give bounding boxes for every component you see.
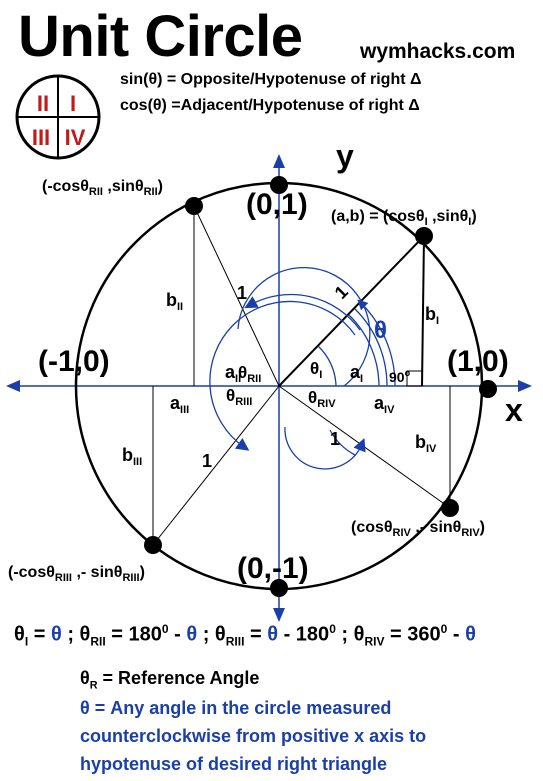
- point-q3: [144, 536, 162, 554]
- x-axis-arrow-right: [518, 380, 532, 392]
- point-q4: [441, 499, 459, 517]
- point-right: [479, 380, 497, 398]
- coord-q4: (cosθRIV ,- sinθRIV): [351, 519, 485, 539]
- side-b-i: bI: [425, 304, 439, 327]
- angle-arc-theta-i: [317, 345, 337, 387]
- coord-q2: (-cosθRII ,sinθRII): [42, 178, 163, 198]
- point-q2: [185, 197, 203, 215]
- legend-reference-angle: θR = Reference Angle: [80, 668, 260, 692]
- hyp-label-q2: 1: [237, 283, 247, 303]
- triangle-q1: [278, 235, 425, 387]
- quadrant-key: II I III IV: [15, 74, 101, 160]
- coord-q3: (-cosθRIII ,- sinθRIII): [8, 564, 145, 584]
- coord-q1: (a,b) = (cosθI ,sinθI): [331, 208, 477, 228]
- side-a-iv: aIV: [374, 393, 395, 416]
- y-axis-label: y: [336, 138, 354, 174]
- triangle-q2: [193, 205, 280, 387]
- legend-theta-line-2: counterclockwise from positive x axis to: [80, 726, 427, 746]
- angle-label-theta-i: θI: [310, 359, 322, 381]
- y-axis-arrow-top: [273, 154, 285, 168]
- quadrant-key-ii: II: [37, 91, 49, 116]
- legend-theta-line-3: hypotenuse of desired right triangle: [80, 754, 388, 774]
- website-label: wymhacks.com: [360, 40, 516, 63]
- cos-definition: cos(θ) =Adjacent/Hypotenuse of right Δ: [120, 97, 420, 114]
- point-right-label: (1,0): [447, 345, 509, 378]
- legend-theta-line-1: θ = Any angle in the circle measured: [80, 698, 392, 718]
- hyp-label-q4: 1: [330, 429, 340, 449]
- side-a-iii: aIII: [170, 393, 189, 416]
- side-b-iii: bIII: [122, 445, 142, 468]
- triangle-q3: [152, 385, 280, 546]
- point-left-label: (-1,0): [38, 345, 110, 378]
- point-top: [270, 176, 288, 194]
- right-angle-label: 90o: [389, 368, 411, 385]
- x-axis-arrow-left: [6, 380, 20, 392]
- side-b-ii: bII: [166, 290, 183, 313]
- reference-angle-formulas: θI = θ ; θRII = 1800 - θ ; θRIII = θ - 1…: [14, 622, 476, 649]
- quadrant-key-iii: III: [32, 125, 50, 150]
- theta-arcs: [209, 267, 396, 470]
- theta-label: θ: [374, 317, 387, 344]
- hyp-label-q3: 1: [202, 451, 212, 471]
- side-a-ii: aII: [225, 362, 241, 385]
- quadrant-key-iv: IV: [65, 125, 86, 150]
- page-title: Unit Circle: [18, 4, 303, 69]
- angle-label-theta-rii: θRII: [238, 363, 261, 385]
- side-b-iv: bIV: [415, 432, 437, 455]
- point-q1: [415, 227, 433, 245]
- angle-label-theta-riv: θRIV: [308, 388, 336, 410]
- sin-definition: sin(θ) = Opposite/Hypotenuse of right Δ: [120, 71, 422, 88]
- y-axis-arrow-bottom: [273, 608, 285, 622]
- point-bottom: [270, 579, 288, 597]
- point-bottom-label: (0,-1): [237, 552, 309, 585]
- side-a-i: aI: [350, 362, 363, 385]
- angle-label-theta-riii: θRIII: [226, 386, 252, 408]
- x-axis-label: x: [505, 392, 523, 428]
- quadrant-key-i: I: [70, 91, 76, 116]
- point-top-label: (0,1): [246, 188, 308, 221]
